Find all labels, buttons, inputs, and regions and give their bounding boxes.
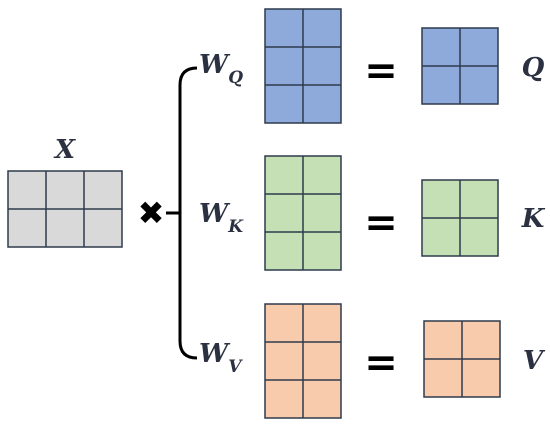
output-label-v: V (523, 346, 546, 376)
output-matrix-k-gridlines (421, 179, 499, 257)
equals-sign-k: = (364, 200, 398, 246)
branch-bracket (166, 66, 198, 360)
output-matrix-q-gridlines (421, 27, 499, 105)
weight-label-q: WQ (199, 50, 243, 88)
output-matrix-q: Q (421, 27, 545, 105)
weight-matrix-v-gridlines (264, 303, 342, 419)
output-matrix-v: V (423, 320, 546, 398)
weight-matrix-v: WV (199, 303, 342, 419)
equals-sign-q: = (364, 48, 398, 94)
weight-matrix-q: WQ (199, 8, 342, 124)
weight-matrix-k-gridlines (264, 155, 342, 271)
output-label-q: Q (522, 53, 545, 83)
weight-label-v: WV (199, 339, 243, 377)
input-matrix: X (7, 135, 123, 248)
weight-matrix-k: WK (199, 155, 342, 271)
input-matrix-gridlines (7, 170, 123, 248)
equals-sign-v: = (364, 340, 398, 386)
output-label-k: K (521, 204, 546, 234)
weight-label-k: WK (199, 199, 244, 237)
output-matrix-k: K (421, 179, 546, 257)
input-matrix-label: X (53, 135, 77, 165)
output-matrix-v-gridlines (423, 320, 501, 398)
multiply-sign: ✖ (138, 194, 165, 232)
weight-matrix-q-gridlines (264, 8, 342, 124)
